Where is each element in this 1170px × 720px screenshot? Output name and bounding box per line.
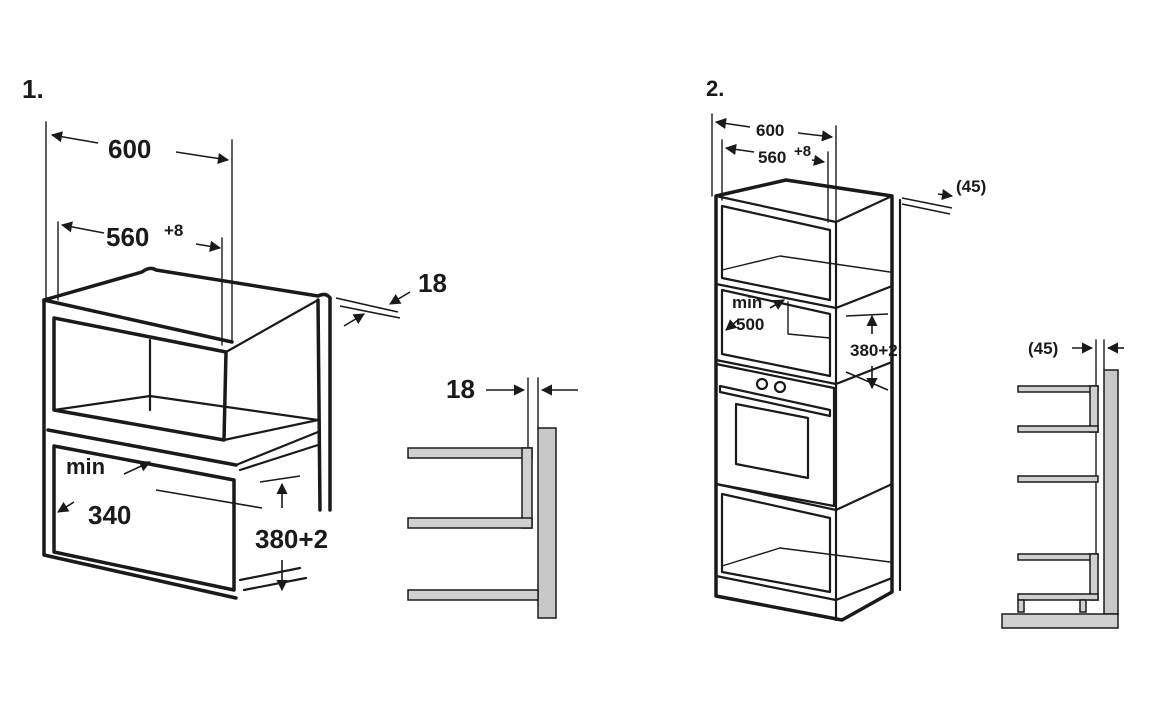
- min-label-2: min: [732, 293, 762, 312]
- dimension-560: 560: [106, 222, 149, 252]
- dimension-560-2-tolerance: +8: [794, 143, 811, 160]
- dimension-380-2: 380+2: [850, 341, 898, 360]
- tall-cabinet: [714, 178, 902, 622]
- min-depth-340: 340: [88, 500, 131, 530]
- dimension-380-1: 380+2: [255, 524, 328, 554]
- dimension-560-2: 560: [758, 148, 786, 167]
- figure-2-number: 2.: [706, 76, 724, 101]
- side-view-1: 18: [407, 374, 578, 619]
- figure-1-number: 1.: [22, 74, 44, 104]
- cabinet-1: [42, 121, 332, 600]
- dimension-600: 600: [108, 134, 151, 164]
- dimension-18-side: 18: [446, 374, 475, 404]
- gap-45-side: (45): [1028, 339, 1058, 358]
- dimension-18-top: 18: [418, 268, 447, 298]
- min-depth-500: 500: [736, 315, 764, 334]
- side-view-2: (45): [1001, 339, 1124, 629]
- min-label-1: min: [66, 454, 105, 479]
- figure-1: 1.: [22, 74, 578, 619]
- dimension-600-2: 600: [756, 121, 784, 140]
- dimension-560-tolerance: +8: [164, 221, 183, 240]
- gap-45-top: (45): [956, 177, 986, 196]
- figure-2: 2. 600 560 +8: [706, 76, 1124, 629]
